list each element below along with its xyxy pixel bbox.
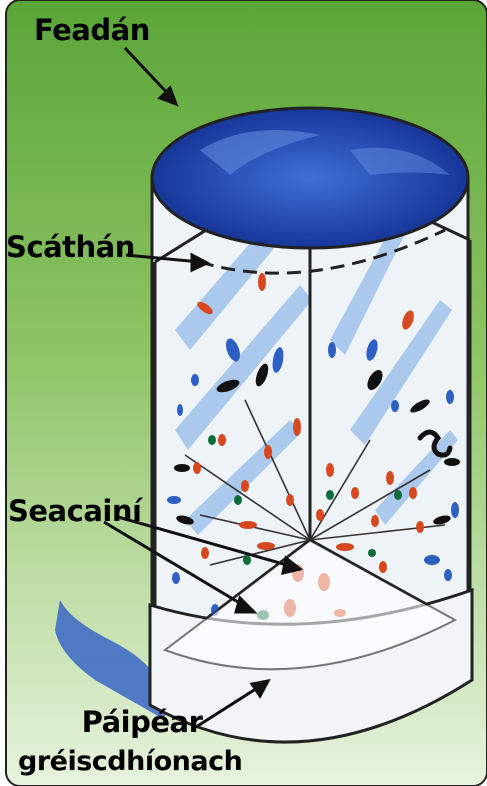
label-paper-line1: Páipéar (62, 708, 222, 737)
label-beads: Seacainí (8, 497, 141, 526)
label-paper-line2: gréiscdhíonach (18, 748, 242, 775)
label-tube: Feadán (34, 16, 150, 45)
label-mirror: Scáthán (6, 233, 135, 262)
tube-top-opening (152, 108, 468, 248)
